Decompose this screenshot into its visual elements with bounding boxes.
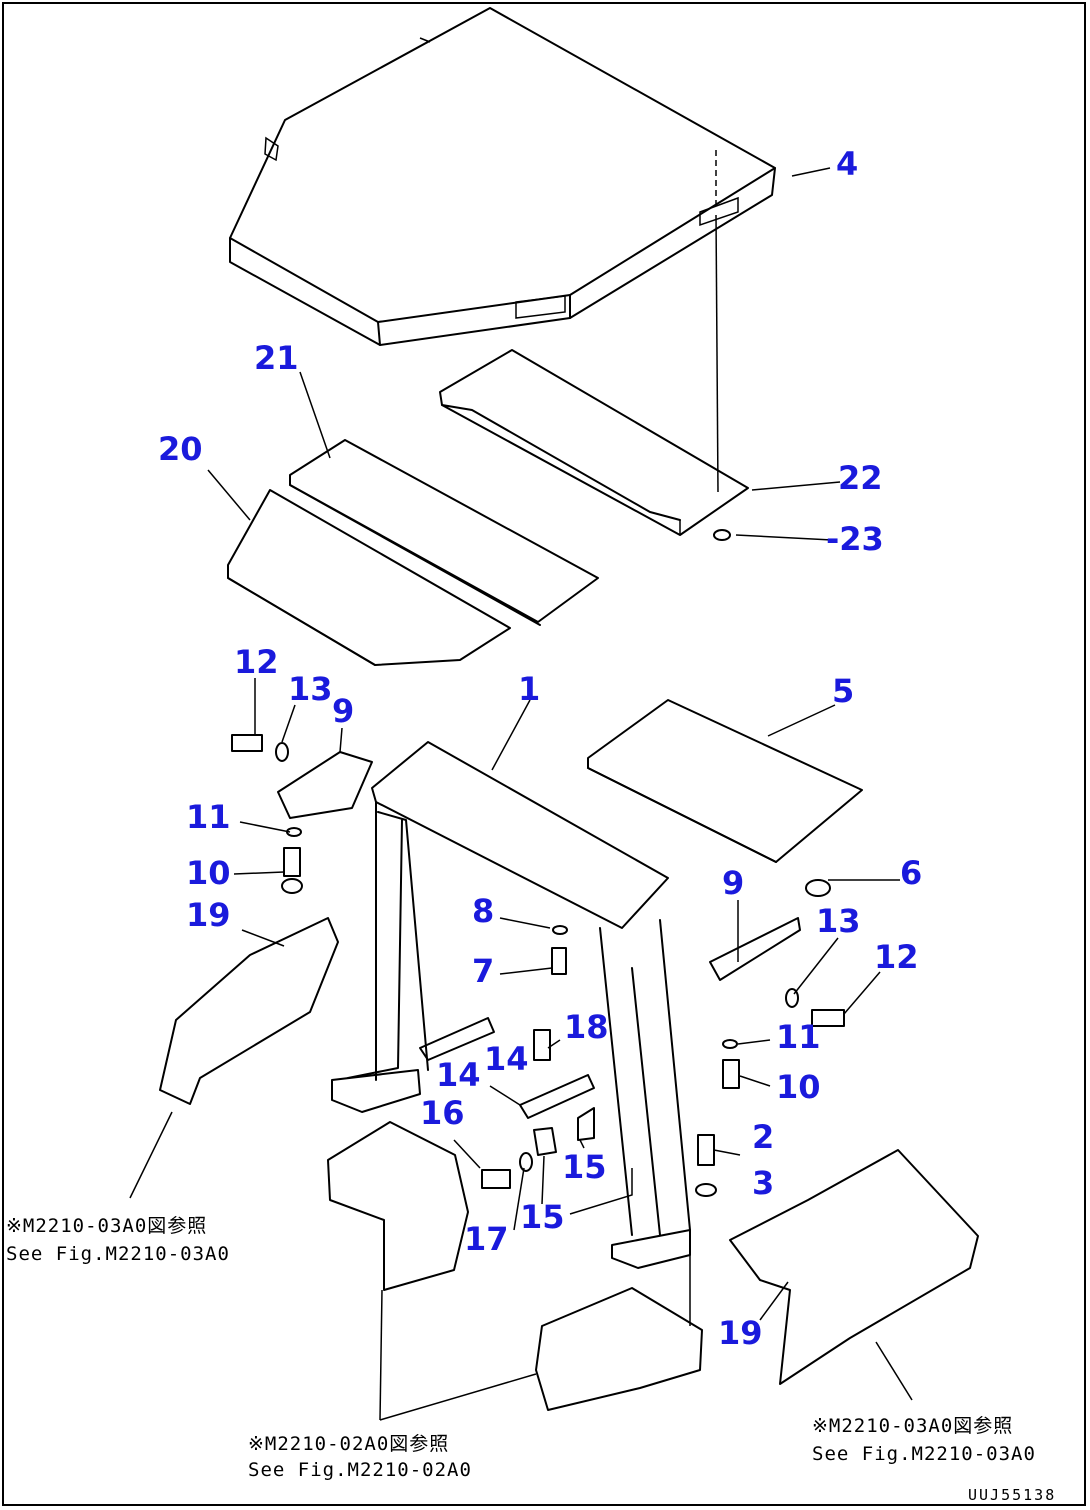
callout-13-right: 13 [816, 902, 861, 940]
part-1-frame [331, 741, 691, 1269]
leader-lines [129, 167, 913, 1421]
callout-22: 22 [838, 459, 883, 497]
part-14-15-brackets [419, 1017, 595, 1156]
ref-bottom-jp: ※M2210-02A0図参照 [248, 1433, 449, 1455]
part-21-plate [289, 439, 599, 626]
callout-10-right: 10 [776, 1068, 821, 1106]
base-block-left [327, 1121, 469, 1291]
ref-right-jp: ※M2210-03A0図参照 [812, 1415, 1013, 1437]
drawing-code: UUJ55138 [968, 1486, 1056, 1504]
part-19-left-cover [159, 917, 339, 1105]
ref-right-en: See Fig.M2210-03A0 [812, 1443, 1036, 1465]
callout-15-right: 15 [562, 1148, 607, 1186]
callout-5: 5 [832, 672, 854, 710]
reference-notes: ※M2210-03A0図参照 See Fig.M2210-03A0 ※M2210… [6, 1215, 1056, 1504]
ref-bottom-en: See Fig.M2210-02A0 [248, 1459, 472, 1481]
callout-9-left: 9 [332, 692, 354, 730]
callout-12-left: 12 [234, 643, 279, 681]
callout-2: 2 [752, 1118, 774, 1156]
callout-9-right: 9 [722, 864, 744, 902]
callout-17: 17 [464, 1220, 509, 1258]
callout-11-right: 11 [776, 1018, 821, 1056]
part-19-right-cover [729, 1149, 979, 1385]
callout-19-left: 19 [186, 896, 231, 934]
callout-11-left: 11 [186, 798, 231, 836]
part-22-plate [439, 349, 749, 536]
callout-15-lower: 15 [520, 1198, 565, 1236]
ref-left-en: See Fig.M2210-03A0 [6, 1243, 230, 1265]
callout-13-left: 13 [288, 670, 333, 708]
callout-23: -23 [826, 520, 884, 558]
callout-6: 6 [900, 854, 922, 892]
callout-20: 20 [158, 430, 203, 468]
callout-19-right: 19 [718, 1314, 763, 1352]
callout-21: 21 [254, 339, 299, 377]
callout-16: 16 [420, 1094, 465, 1132]
callout-3: 3 [752, 1164, 774, 1202]
callout-8: 8 [472, 892, 494, 930]
part-5-plate [587, 699, 863, 863]
callout-12-right: 12 [874, 938, 919, 976]
callout-7: 7 [472, 952, 494, 990]
callout-18: 18 [564, 1008, 609, 1046]
part-4-canopy [229, 7, 776, 346]
ref-left-jp: ※M2210-03A0図参照 [6, 1215, 207, 1237]
callout-labels: 4 21 20 22 -23 12 13 9 1 5 11 10 6 19 8 … [158, 145, 922, 1352]
part-9-brackets [277, 751, 801, 981]
callout-14-upper: 14 [484, 1040, 529, 1078]
base-block-center [535, 1287, 703, 1411]
part-20-plate [227, 489, 511, 666]
callout-1: 1 [518, 670, 540, 708]
callout-4: 4 [836, 145, 858, 183]
callout-10-left: 10 [186, 854, 231, 892]
fasteners [231, 529, 845, 1197]
callout-14-lower: 14 [436, 1056, 481, 1094]
